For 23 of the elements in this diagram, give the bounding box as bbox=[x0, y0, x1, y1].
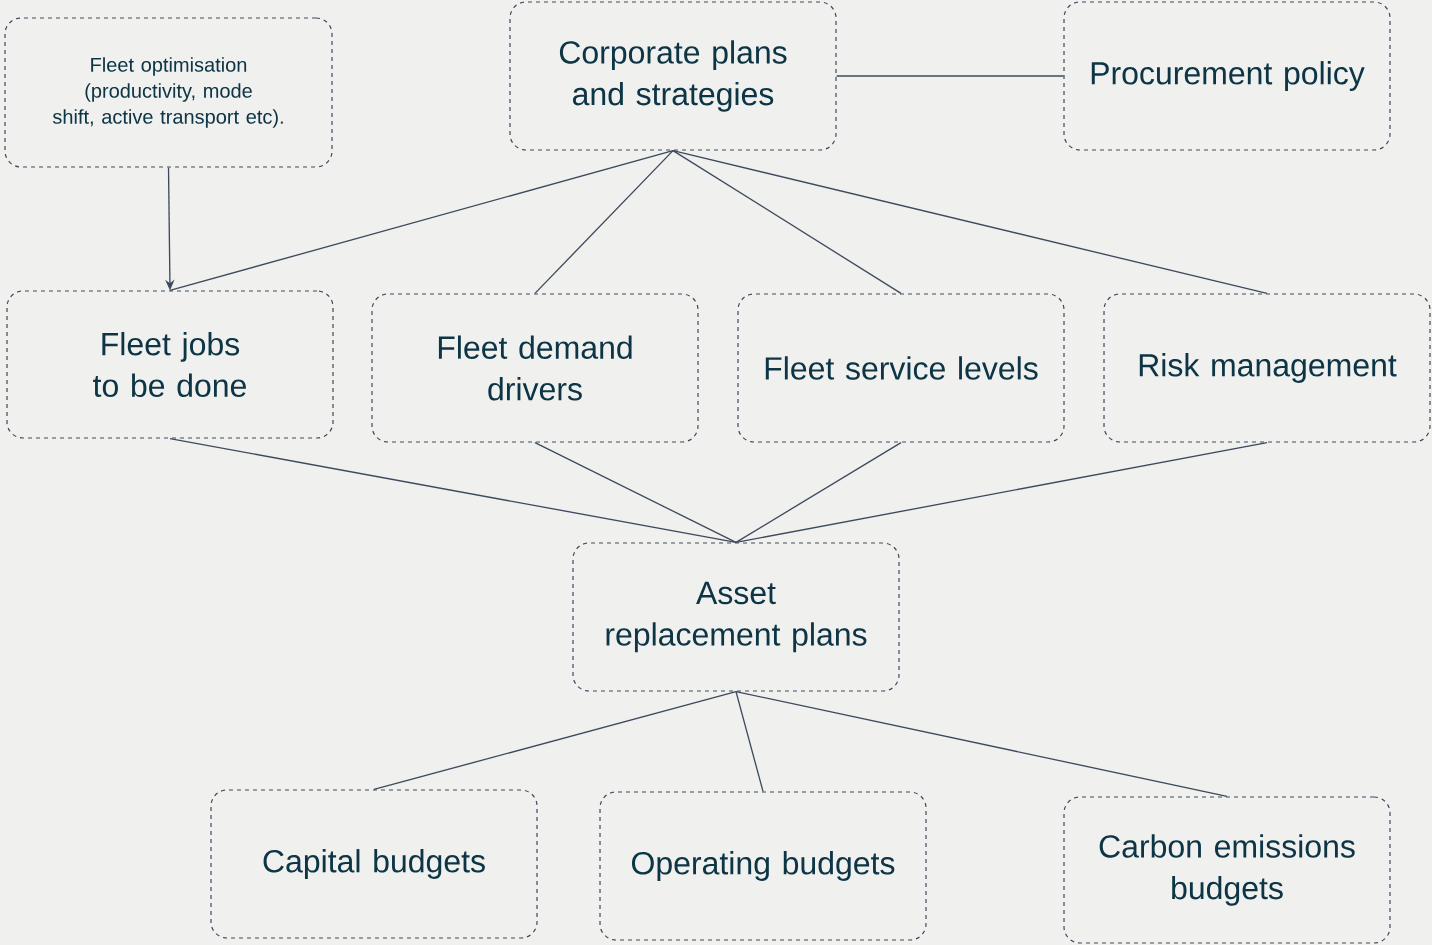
connector bbox=[672, 149, 1268, 295]
connector bbox=[373, 690, 737, 791]
process-box: Fleet jobs to be done bbox=[6, 290, 334, 439]
connector bbox=[735, 441, 1268, 544]
connector bbox=[735, 690, 1228, 798]
process-box: Risk management bbox=[1103, 293, 1431, 443]
connector bbox=[672, 149, 902, 295]
connector bbox=[735, 690, 764, 793]
connector bbox=[534, 149, 674, 295]
process-box: Fleet optimisation (productivity, mode shift, active transport etc). bbox=[4, 17, 333, 168]
connector bbox=[169, 149, 674, 292]
process-box: Fleet demand drivers bbox=[371, 293, 699, 443]
connector bbox=[169, 437, 737, 544]
connector bbox=[735, 441, 902, 544]
process-box: Fleet service levels bbox=[737, 293, 1065, 443]
connector bbox=[534, 441, 737, 544]
process-box: Carbon emissions budgets bbox=[1063, 796, 1391, 944]
process-box: Corporate plans and strategies bbox=[509, 1, 837, 151]
process-box: Asset replacement plans bbox=[572, 542, 900, 692]
process-box: Operating budgets bbox=[599, 791, 927, 941]
process-box: Capital budgets bbox=[210, 789, 538, 939]
process-box: Procurement policy bbox=[1063, 1, 1391, 151]
connector bbox=[835, 75, 1065, 77]
